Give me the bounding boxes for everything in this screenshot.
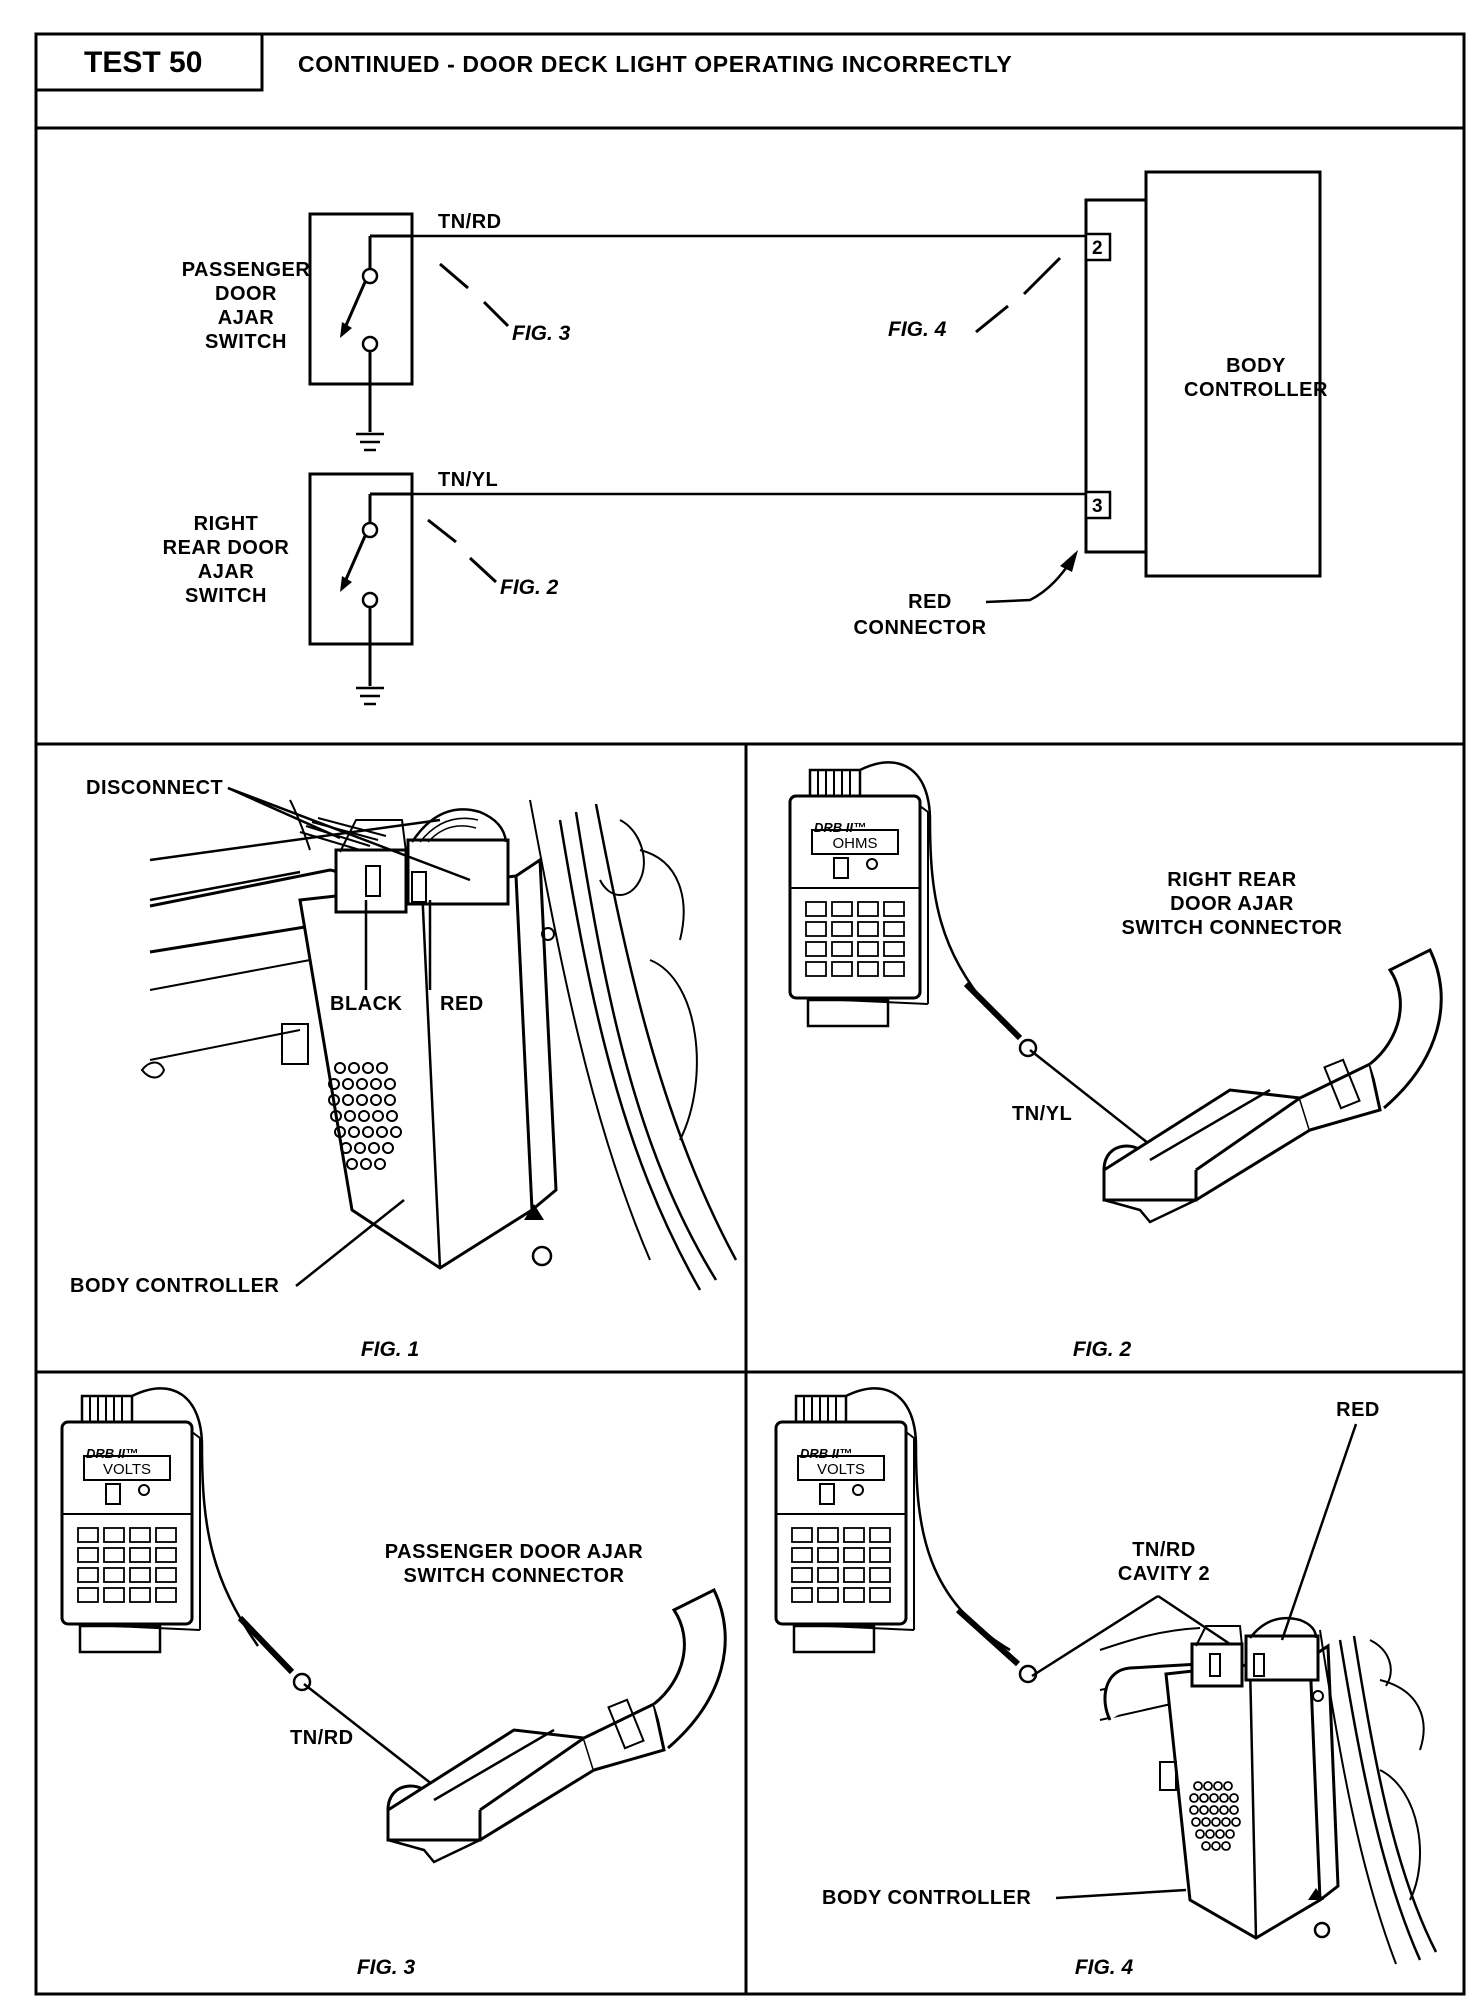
- body-controller-label: BODY: [1226, 355, 1286, 377]
- body-controller-label-2: CONTROLLER: [1184, 379, 1328, 401]
- figure-1-body-controller: [140, 786, 738, 1291]
- fig2-caption: FIG. 2: [1073, 1338, 1132, 1361]
- svg-text:AJAR: AJAR: [198, 561, 255, 583]
- passenger-switch-label: PASSENGER DOOR AJAR SWITCH: [182, 259, 311, 353]
- fig3-connector-label-2: SWITCH CONNECTOR: [404, 1565, 625, 1587]
- fig4-body-controller-label: BODY CONTROLLER: [822, 1887, 1031, 1909]
- ground-icon: [356, 686, 384, 706]
- svg-text:SWITCH: SWITCH: [205, 331, 287, 353]
- fig1-red-label: RED: [440, 993, 484, 1015]
- red-connector-label-2: CONNECTOR: [853, 617, 986, 639]
- fig-ref-3: FIG. 3: [512, 322, 571, 345]
- right-rear-door-ajar-switch: [308, 472, 414, 686]
- fig3-caption: FIG. 3: [357, 1956, 416, 1979]
- page-frame: [34, 32, 1466, 1996]
- fig3-wire-label: TN/RD: [290, 1727, 354, 1749]
- tester-probe: [963, 981, 1023, 1041]
- tester-probe: [237, 1615, 295, 1675]
- fig2-connector-label-3: SWITCH CONNECTOR: [1122, 917, 1343, 939]
- fig1-caption: FIG. 1: [361, 1338, 419, 1361]
- door-ajar-connector-icon: [386, 1587, 727, 1864]
- passenger-door-ajar-switch: [308, 212, 414, 432]
- tester-probe: [955, 1607, 1021, 1667]
- fig4-tester-brand: DRB II™: [800, 1446, 852, 1461]
- pin-3: 3: [1092, 496, 1103, 517]
- svg-text:AJAR: AJAR: [218, 307, 275, 329]
- tester-lead: [131, 1387, 260, 1647]
- svg-text:RIGHT: RIGHT: [194, 513, 259, 535]
- red-connector-pointer: [985, 550, 1078, 604]
- svg-text:REAR DOOR: REAR DOOR: [163, 537, 290, 559]
- header: TEST 50 CONTINUED - DOOR DECK LIGHT OPER…: [34, 32, 1012, 92]
- fig2-connector-label-2: DOOR AJAR: [1170, 893, 1294, 915]
- door-ajar-connector-icon: [1102, 947, 1443, 1224]
- drb-ii-tester-icon: [774, 1394, 915, 1654]
- rear-switch-label: RIGHT REAR DOOR AJAR SWITCH: [163, 513, 290, 607]
- tester-lead: [845, 1387, 1011, 1652]
- fig2-wire-label: TN/YL: [1012, 1103, 1072, 1125]
- fig3-tester-screen: VOLTS: [103, 1461, 151, 1478]
- svg-text:SWITCH: SWITCH: [185, 585, 267, 607]
- figure-4-volts-test: [774, 1387, 1438, 1965]
- fig4-caption: FIG. 4: [1075, 1956, 1134, 1979]
- figure-reference-leaders: [427, 256, 1062, 584]
- page-title: CONTINUED - DOOR DECK LIGHT OPERATING IN…: [298, 51, 1012, 77]
- figure-2-ohms-test: [788, 761, 1443, 1224]
- figure-3-volts-test: [60, 1387, 727, 1864]
- red-connector: [1084, 198, 1148, 554]
- body-controller-box: [1144, 170, 1322, 578]
- svg-text:PASSENGER: PASSENGER: [182, 259, 311, 281]
- wiring-schematic: PASSENGER DOOR AJAR SWITCH RIGHT REAR DO…: [163, 170, 1328, 706]
- test-number: TEST 50: [84, 46, 202, 79]
- red-connector-label: RED: [908, 591, 952, 613]
- fig-ref-2: FIG. 2: [500, 576, 559, 599]
- wire-label-tn-rd: TN/RD: [438, 211, 502, 233]
- tester-lead: [859, 761, 991, 1011]
- fig1-disconnect-label: DISCONNECT: [86, 777, 223, 799]
- fig4-cavity-label-2: CAVITY 2: [1118, 1563, 1210, 1585]
- fig4-cavity-label: TN/RD: [1132, 1539, 1196, 1561]
- fig3-tester-brand: DRB II™: [86, 1446, 138, 1461]
- drb-ii-tester-icon: [60, 1394, 201, 1654]
- wire-label-tn-yl: TN/YL: [438, 469, 498, 491]
- pin-2: 2: [1092, 238, 1103, 259]
- fig2-tester-brand: DRB II™: [814, 820, 866, 835]
- fig1-black-label: BLACK: [330, 993, 403, 1015]
- fig-ref-4: FIG. 4: [888, 318, 947, 341]
- fig2-connector-label: RIGHT REAR: [1167, 869, 1297, 891]
- fig4-tester-screen: VOLTS: [817, 1461, 865, 1478]
- drb-ii-tester-icon: [788, 768, 929, 1028]
- fig3-connector-label: PASSENGER DOOR AJAR: [385, 1541, 643, 1563]
- fig1-body-controller-label: BODY CONTROLLER: [70, 1275, 279, 1297]
- test-number-box: [34, 32, 264, 92]
- ground-icon: [356, 432, 384, 452]
- fig2-tester-screen: OHMS: [833, 835, 878, 852]
- svg-text:DOOR: DOOR: [215, 283, 277, 305]
- fig4-red-label: RED: [1336, 1399, 1380, 1421]
